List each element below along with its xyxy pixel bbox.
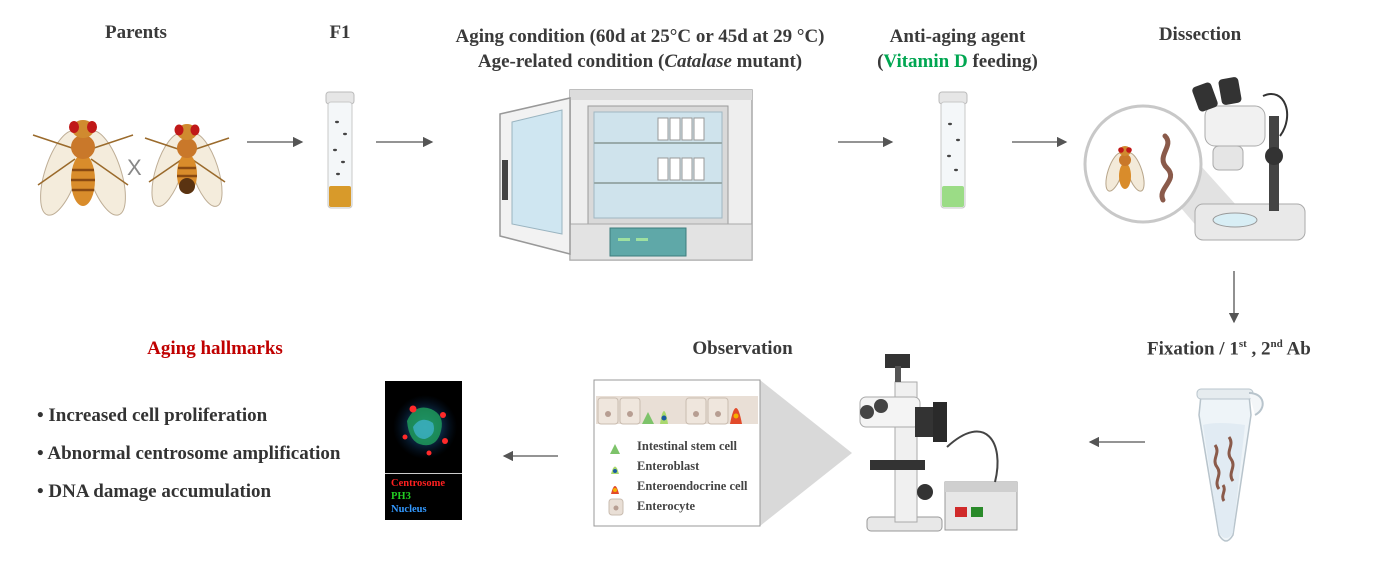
panel-divider xyxy=(385,473,462,474)
aging-condition-line2: Age-related condition (Catalase mutant) xyxy=(477,51,803,72)
eppendorf-tube-icon xyxy=(1196,388,1264,542)
f1-vial-icon xyxy=(325,91,355,209)
legend-item: Enteroendocrine cell xyxy=(608,478,758,498)
catalase-mutant-text: Catalase xyxy=(664,51,732,72)
hallmark-item: • Increased cell proliferation xyxy=(37,405,268,426)
cell-legend: Intestinal stem cell Enteroblast Enteroe… xyxy=(608,438,758,518)
enteroblast-icon xyxy=(611,466,619,474)
parents-title: Parents xyxy=(105,22,167,43)
stem-cell-icon xyxy=(610,444,620,454)
fluorescence-legend: Centrosome PH3 Nucleus xyxy=(391,477,445,516)
legend-item: Intestinal stem cell xyxy=(608,438,758,458)
incubator-icon xyxy=(499,89,753,261)
legend-item: Enteroblast xyxy=(608,458,758,478)
cross-symbol: X xyxy=(127,155,142,180)
hallmark-item: • DNA damage accumulation xyxy=(37,481,272,502)
nucleus-label: Nucleus xyxy=(391,504,427,515)
vitamin-d-text: Vitamin D xyxy=(883,51,968,72)
aging-condition-title: Aging condition (60d at 25°C or 45d at 2… xyxy=(440,24,840,74)
anti-aging-line1: Anti-aging agent xyxy=(889,26,1026,47)
f1-title: F1 xyxy=(329,22,351,43)
fluorescence-image xyxy=(393,395,457,459)
observation-title: Observation xyxy=(692,338,793,359)
male-fly-icon xyxy=(144,124,230,207)
aging-condition-line1: Aging condition (60d at 25°C or 45d at 2… xyxy=(455,26,825,47)
enteroendocrine-icon xyxy=(611,486,619,494)
enterocyte-icon xyxy=(608,498,624,516)
fluorescence-image-panel: Centrosome PH3 Nucleus xyxy=(385,381,462,520)
fluorescence-microscope-icon xyxy=(859,354,1018,532)
anti-aging-line2: (Vitamin D feeding) xyxy=(877,51,1038,72)
female-fly-icon xyxy=(32,120,134,216)
legend-item: Enterocyte xyxy=(608,498,758,518)
ph3-label: PH3 xyxy=(391,491,411,502)
centrosome-label: Centrosome xyxy=(391,478,446,489)
anti-aging-title: Anti-aging agent (Vitamin D feeding) xyxy=(860,24,1055,74)
dissection-title: Dissection xyxy=(1158,24,1242,45)
fixation-title: Fixation / 1st , 2nd Ab xyxy=(1147,338,1311,360)
vitamin-d-vial-icon xyxy=(938,91,968,209)
aging-hallmarks-title: Aging hallmarks xyxy=(147,338,283,359)
dissection-microscope-icon xyxy=(1083,77,1306,241)
hallmark-item: • Abnormal centrosome amplification xyxy=(37,443,341,464)
